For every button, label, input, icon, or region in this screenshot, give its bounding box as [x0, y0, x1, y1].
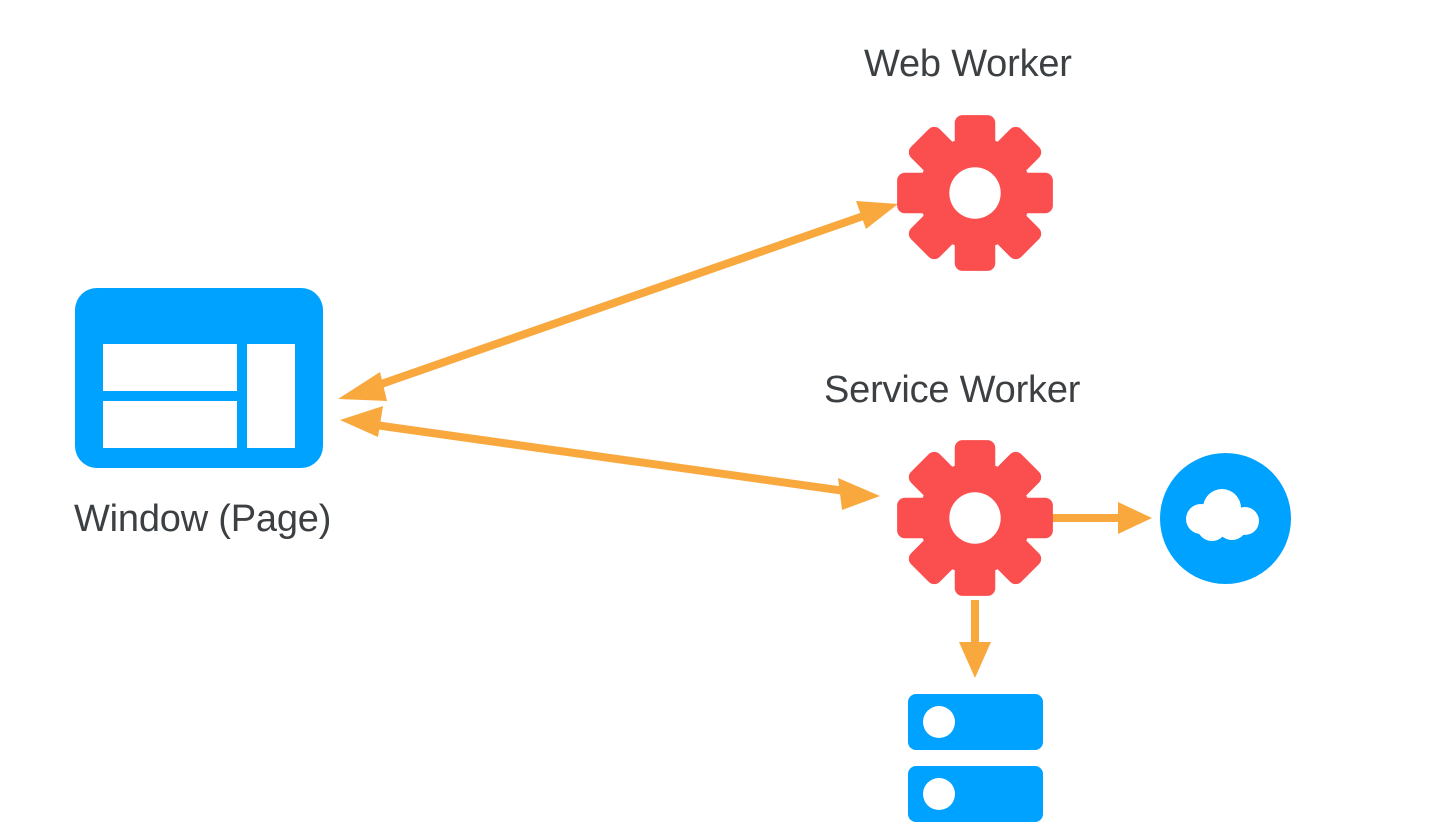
- gear-icon: [897, 115, 1053, 271]
- edge-service-worker-to-network: [1052, 502, 1152, 534]
- gear-icon: [897, 440, 1053, 596]
- node-network[interactable]: [1160, 453, 1291, 584]
- browser-window-icon: [75, 288, 323, 468]
- edge-window-to-web-worker: [338, 201, 898, 401]
- node-service-worker-label: Service Worker: [824, 369, 1081, 411]
- node-window-label: Window (Page): [74, 498, 332, 540]
- node-cache-storage[interactable]: [908, 694, 1043, 836]
- node-service-worker[interactable]: [897, 437, 1053, 599]
- node-window[interactable]: [75, 288, 323, 468]
- database-icon: [908, 694, 1043, 822]
- node-web-worker-label: Web Worker: [864, 43, 1072, 85]
- node-web-worker[interactable]: [897, 112, 1053, 274]
- edge-service-worker-to-cache: [959, 600, 991, 678]
- cloud-icon: [1160, 453, 1291, 584]
- edge-window-to-service-worker: [340, 406, 880, 510]
